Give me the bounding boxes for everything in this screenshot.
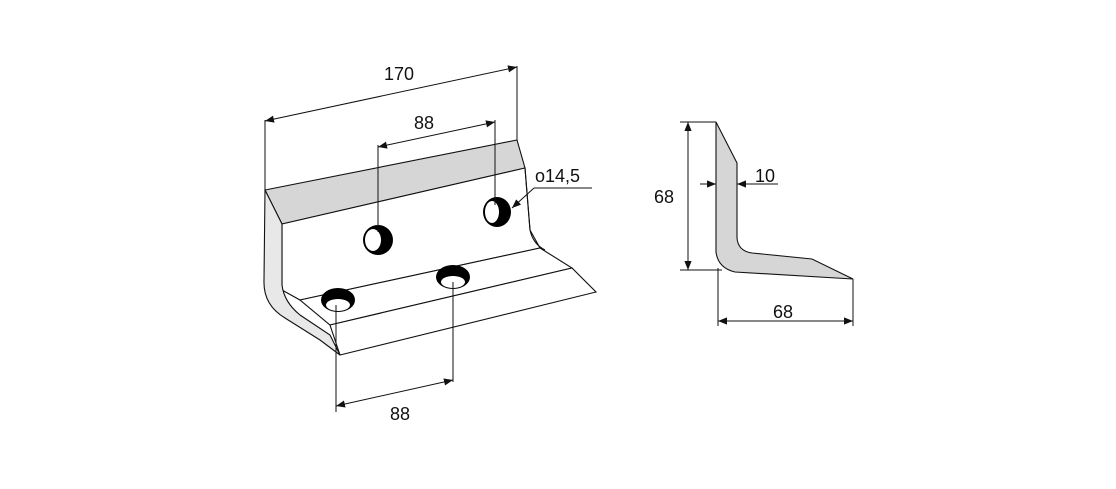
dim-label-68-width: 68 bbox=[773, 302, 793, 322]
dimension-lower-hole-spacing: 88 bbox=[335, 282, 454, 424]
dim-label-68-height: 68 bbox=[654, 187, 674, 207]
upper-right-hole bbox=[483, 197, 511, 227]
dim-label-hole-diameter: o14,5 bbox=[535, 166, 580, 186]
dimension-hole-diameter: o14,5 bbox=[511, 166, 592, 209]
bracket-profile-view bbox=[715, 121, 854, 280]
horizontal-flange-front-bevel bbox=[329, 267, 598, 356]
dim-label-10: 10 bbox=[755, 166, 775, 186]
dimension-total-length: 170 bbox=[264, 64, 518, 190]
dim-label-170: 170 bbox=[384, 64, 414, 84]
profile-section bbox=[715, 121, 854, 280]
dim-label-88-upper: 88 bbox=[414, 113, 434, 133]
lower-right-hole bbox=[436, 265, 470, 289]
bracket-left-edge bbox=[263, 189, 341, 356]
dimension-thickness: 10 bbox=[700, 166, 778, 188]
dimension-upper-hole-spacing: 88 bbox=[377, 113, 496, 232]
bend-edge bbox=[524, 167, 546, 251]
dimension-profile-height: 68 bbox=[654, 121, 722, 271]
dim-label-88-lower: 88 bbox=[390, 404, 410, 424]
lower-left-hole bbox=[321, 288, 355, 312]
dimension-profile-width: 68 bbox=[717, 268, 854, 326]
upper-left-hole bbox=[363, 225, 393, 255]
bracket-isometric-view bbox=[263, 139, 598, 356]
